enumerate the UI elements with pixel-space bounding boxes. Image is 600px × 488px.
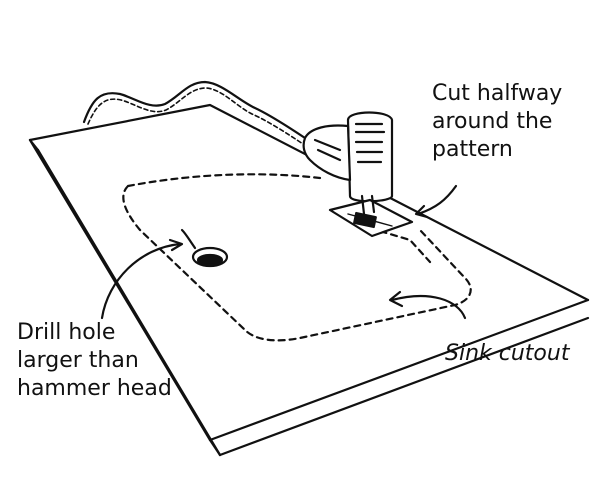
drill-leader	[100, 242, 182, 320]
cut-label-line-2: around the	[432, 109, 553, 134]
jigsaw	[302, 111, 414, 238]
power-cord	[82, 80, 324, 152]
drill-hole-label: Drill hole larger than hammer head	[17, 319, 172, 403]
cut-halfway-label: Cut halfway around the pattern	[432, 80, 562, 164]
sink-leader-arrowhead	[388, 290, 404, 308]
sink-leader	[390, 294, 467, 320]
drill-hole	[180, 228, 229, 268]
cut-leader-arrowhead	[414, 204, 429, 219]
drill-leader-arrowhead	[168, 238, 184, 252]
cut-leader	[416, 184, 458, 216]
cut-label-line-3: pattern	[432, 137, 513, 162]
sink-cutout-label: Sink cutout	[445, 341, 570, 366]
drill-label-line-3: hammer head	[17, 376, 172, 401]
drill-label-line-1: Drill hole	[17, 320, 116, 345]
sink-cutout-outline	[122, 173, 472, 342]
cut-label-line-1: Cut halfway	[432, 81, 563, 106]
countertop	[28, 103, 590, 457]
drill-label-line-2: larger than	[17, 348, 139, 373]
